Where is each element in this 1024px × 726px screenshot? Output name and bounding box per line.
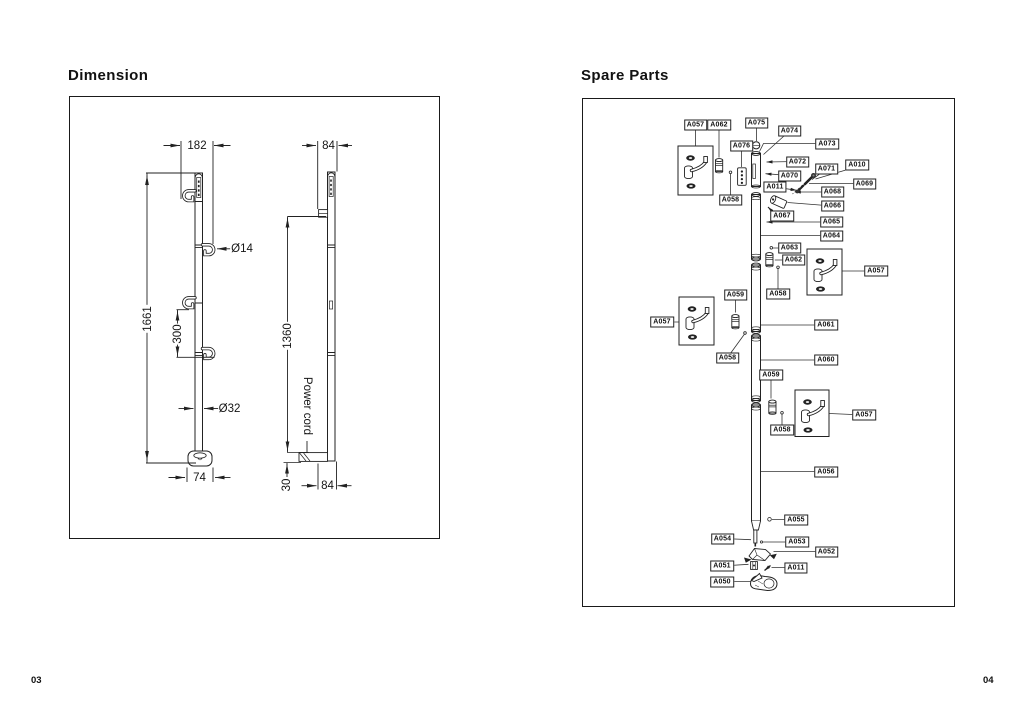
part-label-a057-0: A057: [683, 119, 708, 131]
part-label-a058-29: A058: [770, 424, 794, 435]
part-label-a074-3: A074: [777, 125, 802, 137]
part-label-a010-8: A010: [845, 159, 869, 171]
part-label-a058-21: A058: [766, 288, 790, 300]
spare-parts-panel: [582, 98, 955, 607]
part-label-a011-11: A011: [763, 181, 787, 193]
part-label-a055-31: A055: [784, 514, 808, 525]
part-label-a053-33: A053: [785, 536, 809, 548]
part-label-a062-19: A062: [781, 254, 806, 266]
part-label-a062-1: A062: [707, 119, 731, 131]
part-label-a058-25: A058: [715, 352, 740, 363]
part-label-a065-15: A065: [819, 216, 844, 228]
part-label-a011-36: A011: [784, 562, 808, 573]
part-label-a059-22: A059: [723, 289, 748, 301]
dimension-label-84: 84: [320, 480, 335, 492]
dimension-label--32: Ø32: [217, 402, 242, 415]
part-label-a054-32: A054: [710, 533, 735, 544]
part-label-a067-14: A067: [770, 210, 794, 222]
dimension-label--14: Ø14: [230, 242, 254, 255]
part-label-a068-12: A068: [820, 186, 845, 198]
part-label-a069-10: A069: [852, 178, 877, 189]
part-label-a073-5: A073: [815, 138, 839, 149]
part-label-a076-4: A076: [729, 140, 754, 151]
dimension-label-74: 74: [192, 471, 207, 484]
part-label-a057-23: A057: [650, 316, 674, 328]
part-label-a050-37: A050: [710, 576, 734, 587]
dimension-panel: [69, 96, 440, 539]
dimension-section-title: Dimension: [68, 67, 149, 84]
part-label-a063-18: A063: [777, 242, 802, 254]
spare-exploded-parts: [677, 141, 843, 592]
part-label-a071-7: A071: [814, 163, 839, 175]
part-label-a060-26: A060: [814, 354, 838, 366]
part-label-a072-6: A072: [785, 156, 810, 167]
part-label-a066-13: A066: [820, 200, 845, 212]
dimension-label-84: 84: [321, 139, 336, 152]
part-label-a064-16: A064: [819, 230, 844, 241]
dimension-side-view: [283, 141, 352, 490]
part-label-a061-24: A061: [814, 319, 838, 331]
spare-parts-section-title: Spare Parts: [581, 67, 669, 84]
part-label-a059-27: A059: [759, 369, 783, 381]
part-label-a052-34: A052: [814, 546, 839, 557]
part-label-a070-9: A070: [777, 170, 802, 181]
part-label-a057-28: A057: [852, 409, 876, 421]
page-number-right: 04: [983, 675, 994, 686]
dimension-label-182: 182: [186, 139, 208, 152]
dimension-front-view: [145, 141, 232, 482]
part-label-a056-30: A056: [814, 466, 838, 477]
part-label-a051-35: A051: [710, 560, 734, 572]
page-number-left: 03: [31, 675, 42, 686]
part-label-a058-17: A058: [718, 194, 743, 206]
part-label-a075-2: A075: [744, 117, 769, 129]
part-label-a057-20: A057: [864, 265, 888, 277]
